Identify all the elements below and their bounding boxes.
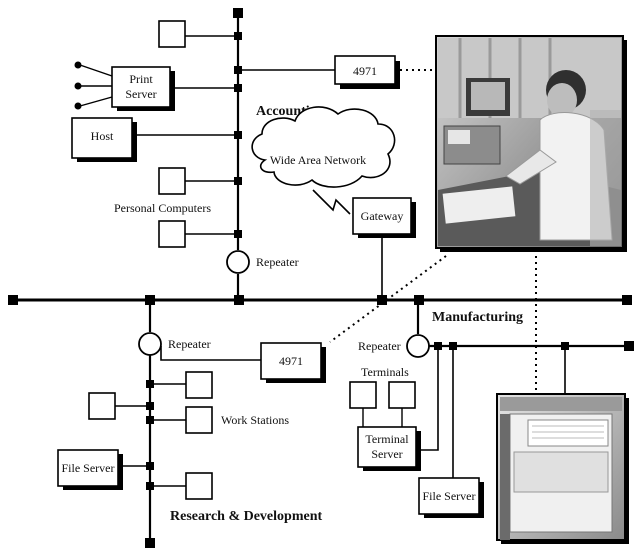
wide-area-network-label: Wide Area Network bbox=[270, 153, 366, 167]
print-server-label-line1: Print bbox=[129, 72, 153, 86]
pc-icon bbox=[158, 20, 186, 48]
workstation-icon bbox=[185, 406, 213, 434]
wide-area-network: Wide Area Network bbox=[251, 106, 396, 215]
file-server-label: File Server bbox=[62, 461, 115, 475]
host-label: Host bbox=[91, 129, 114, 143]
main-backbone bbox=[8, 295, 632, 305]
accounting-segment: 4971 Print Server Host bbox=[71, 8, 438, 300]
research-development-segment: Repeater 4971 Work Stations File Server bbox=[57, 300, 326, 548]
file-server-label: File Server bbox=[423, 489, 476, 503]
terminal-server-label-line1: Terminal bbox=[365, 432, 409, 446]
terminal-4971-accounting: 4971 bbox=[334, 55, 400, 89]
gateway-label: Gateway bbox=[361, 209, 404, 223]
terminal-4971-label: 4971 bbox=[279, 354, 303, 368]
terminals-label: Terminals bbox=[361, 365, 409, 379]
dotted-link bbox=[329, 255, 447, 343]
terminal-icon bbox=[349, 381, 377, 409]
server-cabinet-photo bbox=[496, 393, 629, 544]
pc-icon bbox=[158, 167, 186, 195]
file-server-manufacturing: File Server bbox=[418, 477, 484, 518]
gateway: Gateway bbox=[352, 197, 416, 300]
print-server: Print Server bbox=[111, 66, 175, 111]
pc-icon bbox=[158, 220, 186, 248]
personal-computers-label: Personal Computers bbox=[114, 201, 211, 215]
terminal-server: Terminal Server bbox=[357, 426, 421, 471]
section-title-research: Research & Development bbox=[170, 509, 322, 524]
repeater-label: Repeater bbox=[358, 339, 401, 353]
terminal-4971-label: 4971 bbox=[353, 64, 377, 78]
workstation-icon bbox=[88, 392, 116, 420]
repeater-accounting: Repeater bbox=[226, 250, 299, 274]
section-title-manufacturing: Manufacturing bbox=[432, 310, 523, 325]
office-worker-photo bbox=[435, 35, 627, 252]
workstation-icon bbox=[185, 371, 213, 399]
repeater-research bbox=[138, 332, 162, 356]
terminal-icon bbox=[388, 381, 416, 409]
printer-ports bbox=[74, 61, 113, 110]
repeater-manufacturing bbox=[406, 334, 430, 358]
repeater-label: Repeater bbox=[168, 337, 211, 351]
workstation-icon bbox=[185, 472, 213, 500]
terminal-server-label-line2: Server bbox=[371, 447, 402, 461]
repeater-label: Repeater bbox=[256, 255, 299, 269]
terminal-4971-research: 4971 bbox=[260, 342, 326, 383]
file-server-research: File Server bbox=[57, 449, 123, 490]
print-server-label-line2: Server bbox=[125, 87, 156, 101]
work-stations-label: Work Stations bbox=[221, 413, 289, 427]
host: Host bbox=[71, 117, 137, 162]
manufacturing-segment: Repeater Manufacturing Terminals Termina… bbox=[349, 300, 634, 518]
